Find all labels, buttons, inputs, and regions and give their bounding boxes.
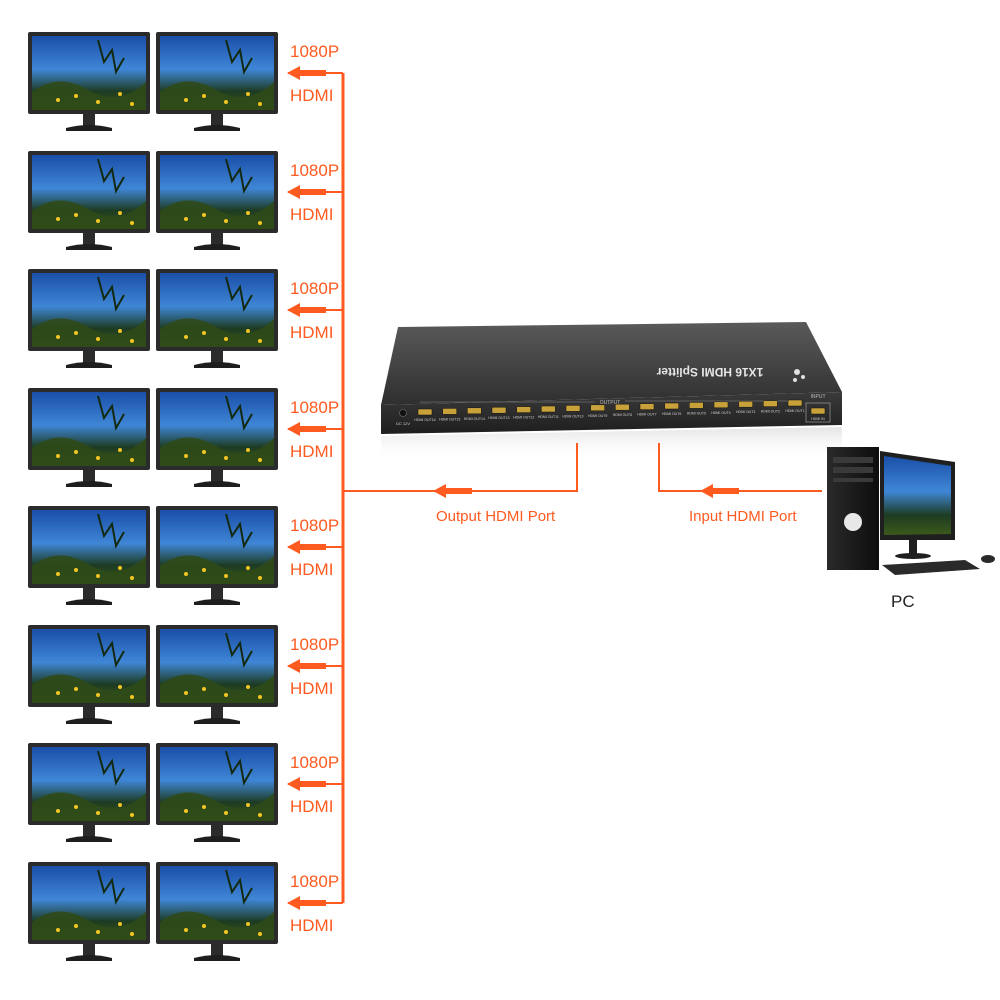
hdmi-output-port [516,406,531,413]
hdmi-output-port [615,403,630,411]
hdmi-output-port [442,408,457,415]
row-arrow-icon [287,540,326,554]
monitor-icon [155,31,279,132]
row-resolution-label: 1080P [290,635,340,654]
row-resolution-label: 1080P [290,279,340,298]
output-port-label: HDMI OUT13 [488,416,509,420]
output-port-label: Output HDMI Port [436,508,556,525]
row-arrow-icon [287,185,326,199]
row-arrow-icon [287,777,326,791]
splitter-brand-text: 1X16 HDMI Splitter [656,365,763,379]
hdmi-output-port [417,408,433,416]
monitor-icon [155,742,279,843]
monitor-icon [27,150,151,251]
row-resolution-label: 1080P [290,42,340,61]
power-jack: DC 12V [396,409,410,426]
hdmi-output-port [689,402,704,409]
output-header: OUTPUT [600,400,621,406]
hdmi-output-port [787,399,803,407]
row-resolution-label: 1080P [290,398,340,417]
row-signal-label: HDMI [290,679,334,698]
pc-monitor [880,451,955,559]
output-port-label: HDMI OUT9 [588,414,607,418]
output-port-label: HDMI OUT15 [439,417,460,421]
output-port-label: HDMI OUT11 [538,415,559,419]
keyboard [882,560,980,575]
hdmi-output-port [738,400,753,408]
hdmi-output-port [467,407,482,415]
row-signal-label: HDMI [290,560,334,579]
output-port-label: HDMI OUT2 [761,410,780,414]
output-port-label: HDMI OUT7 [637,413,656,417]
output-cable [343,443,578,492]
monitor-icon [155,268,279,369]
monitor-icon [27,505,151,606]
input-port: HDMI IN [805,402,831,423]
hdmi-output-port [763,400,778,407]
row-arrow-icon [287,422,326,436]
monitor-icon [155,505,279,606]
monitor-icon [155,387,279,488]
output-port-label: HDMI OUT1 [785,409,804,413]
row-resolution-label: 1080P [290,753,340,772]
row-resolution-label: 1080P [290,161,340,180]
row-arrow-icon [287,659,326,673]
output-port-label: HDMI OUT14 [464,417,485,421]
hdmi-output-port [491,406,507,414]
hdmi-output-port [590,404,605,412]
pc-illustration [827,447,995,575]
monitor-icon [155,624,279,725]
pc-logo-icon [844,513,862,531]
splitter-brand: 1X16 HDMI Splitter [656,365,805,382]
row-signal-label: HDMI [290,323,334,342]
row-signal-label: HDMI [290,797,334,816]
monitor-grid [27,31,343,962]
output-arrow-icon [433,484,472,498]
output-port-label: HDMI OUT3 [736,410,755,414]
monitor-icon [155,861,279,962]
row-signal-label: HDMI [290,916,334,935]
row-arrow-icon [287,66,326,80]
power-label: DC 12V [396,421,410,426]
row-signal-label: HDMI [290,86,334,105]
monitor-icon [27,861,151,962]
monitor-icon [155,150,279,251]
hdmi-output-port [565,405,581,412]
monitor-icon [27,387,151,488]
row-arrow-icon [287,303,326,317]
output-port-label: HDMI OUT6 [662,412,681,416]
pc-label: PC [891,592,915,611]
row-signal-label: HDMI [290,442,334,461]
monitor-icon [27,742,151,843]
mouse [981,555,995,563]
row-resolution-label: 1080P [290,516,340,535]
hdmi-output-port [664,402,679,410]
row-arrow-icon [287,896,326,910]
monitor-icon [27,31,151,132]
monitor-icon [27,624,151,725]
output-port-label: HDMI OUT16 [414,418,435,422]
row-signal-label: HDMI [290,205,334,224]
row-resolution-label: 1080P [290,872,340,891]
input-cable [658,443,822,492]
output-port-label: HDMI OUT5 [687,411,706,415]
output-port-label: HDMI OUT8 [613,413,632,417]
input-port-label: HDMI IN [811,417,825,421]
input-port-label: Input HDMI Port [689,508,797,525]
hdmi-output-port [541,405,556,413]
input-arrow-icon [700,484,739,498]
monitor-icon [27,268,151,369]
hdmi-splitter-box: 1X16 HDMI Splitter OUTPUT INPUT DC 12V H… [381,322,842,462]
output-port-label: HDMI OUT10 [562,414,583,418]
pc-tower [827,447,879,570]
hdmi-output-port [713,401,729,409]
input-header: INPUT [811,394,826,400]
hdmi-output-port [639,403,655,410]
output-port-label: HDMI OUT12 [513,416,534,420]
output-port-label: HDMI OUT4 [711,411,730,415]
